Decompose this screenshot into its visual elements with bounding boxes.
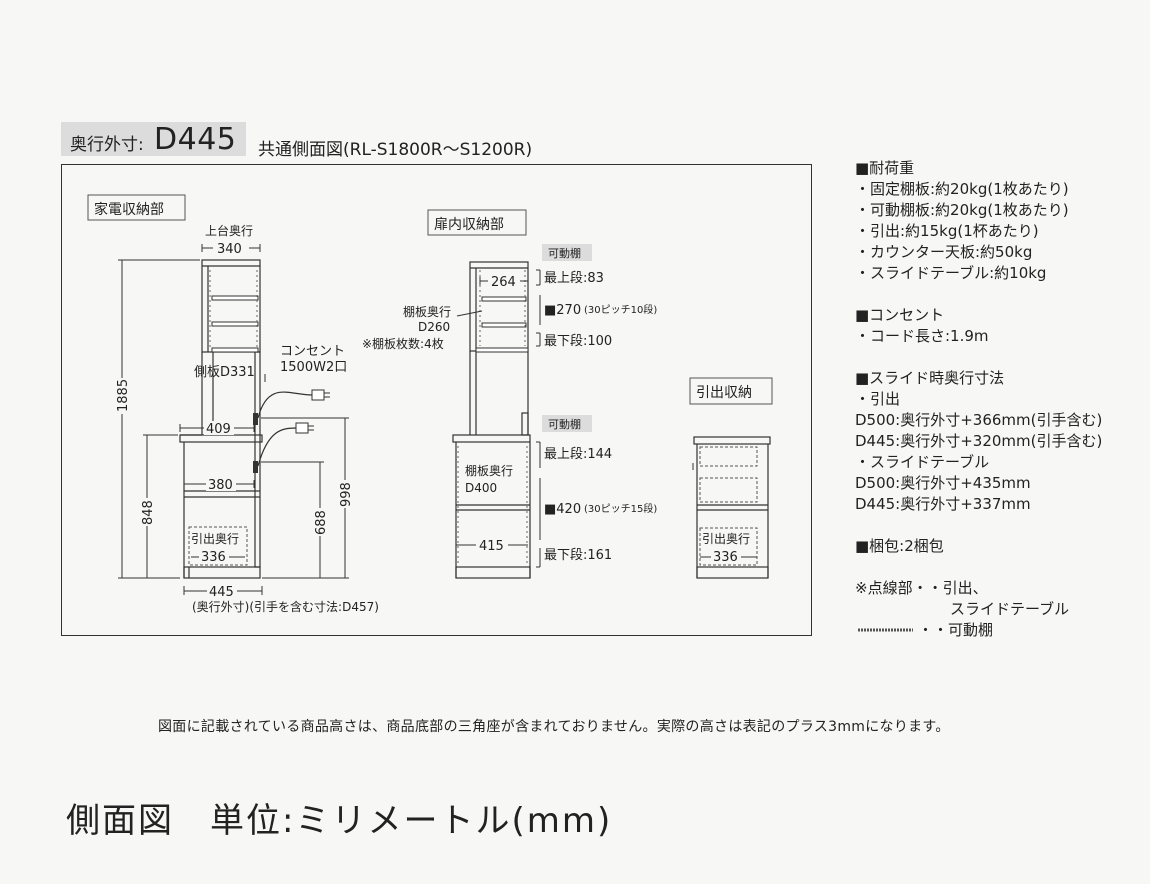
movable-shelf-tag-upper: 可動棚 bbox=[548, 246, 581, 260]
door-cabinet bbox=[452, 261, 531, 579]
slide-item: D445:奥行外寸+320mm(引手含む) bbox=[855, 432, 1103, 450]
diagram-subtitle: 共通側面図(RL-S1800R〜S1200R) bbox=[258, 140, 533, 160]
appliance-drawer-outline bbox=[188, 526, 248, 566]
drawer-cabinet bbox=[693, 436, 771, 579]
load-item: ・引出:約15kg(1杯あたり) bbox=[855, 222, 1039, 240]
appliance-shelves bbox=[211, 295, 259, 353]
section-box-drawer bbox=[689, 377, 773, 405]
outer-depth-445: 445 bbox=[209, 585, 234, 600]
section-box-appliance bbox=[87, 194, 186, 221]
outlet-item: ・コード長さ:1.9m bbox=[855, 327, 989, 345]
plug-lower-icon bbox=[295, 422, 309, 434]
load-item: ・スライドテーブル:約10kg bbox=[855, 264, 1047, 282]
shelf-count: ※棚板枚数:4枚 bbox=[362, 336, 444, 351]
footnote: 図面に記載されている商品高さは、商品底部の三角座が含まれておりません。実際の高さ… bbox=[158, 719, 950, 735]
upper-depth-value: 340 bbox=[217, 242, 242, 257]
appliance-drawer-depth-label: 引出奥行 bbox=[191, 532, 239, 546]
outlet-cord-upper bbox=[257, 391, 313, 419]
load-item: ・カウンター天板:約50kg bbox=[855, 243, 1033, 261]
load-item: ・固定棚板:約20kg(1枚あたり) bbox=[855, 180, 1069, 198]
lower-pitch: ■420 bbox=[544, 502, 581, 517]
shelf-depth-label: 棚板奥行 bbox=[403, 304, 451, 319]
upper-depth-label: 上台奥行 bbox=[205, 223, 253, 238]
movable-shelf-tag-lower: 可動棚 bbox=[548, 417, 581, 431]
outer-depth-note: (奥行外寸)(引手を含む寸法:D457) bbox=[192, 599, 379, 614]
load-list: ・固定棚板:約20kg(1枚あたり) ・可動棚板:約20kg(1枚あたり) ・引… bbox=[855, 179, 1069, 284]
shelf-depth-value: D260 bbox=[418, 320, 450, 334]
section-drawer: 引出収納 bbox=[696, 385, 752, 401]
slide-item: ・引出 bbox=[855, 390, 901, 408]
upper-pitch: ■270 bbox=[544, 303, 581, 318]
plug-upper-icon bbox=[311, 389, 325, 401]
appliance-cabinet bbox=[179, 259, 263, 579]
outlet-lower bbox=[253, 461, 258, 473]
package-info: ■梱包:2梱包 bbox=[855, 537, 944, 555]
lower-inner-415: 415 bbox=[479, 539, 504, 554]
legend-shelf: ・・可動棚 bbox=[918, 621, 994, 639]
depth-badge: 奥行外寸: D445 bbox=[61, 122, 246, 157]
depth-code: D445 bbox=[154, 122, 237, 157]
inner-depth-380: 380 bbox=[208, 478, 233, 493]
upper-pitch-note: (30ピッチ10段) bbox=[584, 303, 657, 316]
slide-title: ■スライド時奥行寸法 bbox=[855, 369, 1005, 387]
slide-list: ・引出 D500:奥行外寸+366mm(引手含む) D445:奥行外寸+320m… bbox=[855, 389, 1102, 515]
upper-inner-264: 264 bbox=[491, 275, 516, 290]
lower-height-848: 848 bbox=[141, 500, 156, 525]
lower-shelf-depth-value: D400 bbox=[465, 481, 497, 495]
load-item: ・可動棚板:約20kg(1枚あたり) bbox=[855, 201, 1069, 219]
drawer-outlines bbox=[699, 446, 758, 566]
side-panel-label: 側板D331 bbox=[194, 365, 255, 380]
drawer-depth-label: 引出奥行 bbox=[702, 532, 750, 546]
outlet-label: コンセント bbox=[280, 344, 345, 359]
total-height-1885: 1885 bbox=[116, 379, 131, 412]
appliance-dots bbox=[209, 270, 258, 348]
section-door: 扉内収納部 bbox=[434, 217, 504, 233]
load-title: ■耐荷重 bbox=[855, 159, 915, 177]
slide-item: D500:奥行外寸+366mm(引手含む) bbox=[855, 411, 1103, 429]
counter-depth-409: 409 bbox=[206, 422, 231, 437]
upper-top-step: 最上段:83 bbox=[544, 271, 604, 286]
height-998: 998 bbox=[339, 482, 354, 507]
slide-item: ・スライドテーブル bbox=[855, 453, 990, 471]
diagram-frame bbox=[61, 164, 812, 636]
section-box-door bbox=[427, 209, 527, 236]
bottom-title: 側面図 単位:ミリメートル(mm) bbox=[66, 801, 613, 841]
upper-bottom-step: 最下段:100 bbox=[544, 334, 612, 349]
lower-bottom-step: 最下段:161 bbox=[544, 548, 612, 563]
outlet-title: ■コンセント bbox=[855, 306, 945, 324]
drawer-depth-value: 336 bbox=[713, 550, 738, 565]
legend-dotted: ※点線部・・引出、 bbox=[855, 579, 988, 597]
lower-shelf-depth-label: 棚板奥行 bbox=[465, 463, 513, 478]
height-688: 688 bbox=[314, 510, 329, 535]
slide-item: D500:奥行外寸+435mm bbox=[855, 474, 1031, 492]
depth-label: 奥行外寸: bbox=[70, 135, 144, 155]
lower-pitch-note: (30ピッチ15段) bbox=[584, 502, 657, 515]
legend-dotted-2: スライドテーブル bbox=[950, 600, 1070, 618]
slide-item: D445:奥行外寸+337mm bbox=[855, 495, 1031, 513]
outlet-upper bbox=[253, 413, 258, 425]
door-shelves bbox=[475, 296, 529, 353]
outlet-spec: 1500W2口 bbox=[280, 360, 347, 375]
lower-top-step: 最上段:144 bbox=[544, 447, 612, 462]
outlet-cord-lower bbox=[257, 427, 297, 467]
section-appliance: 家電収納部 bbox=[94, 201, 164, 218]
appliance-drawer-depth-value: 336 bbox=[201, 550, 226, 565]
